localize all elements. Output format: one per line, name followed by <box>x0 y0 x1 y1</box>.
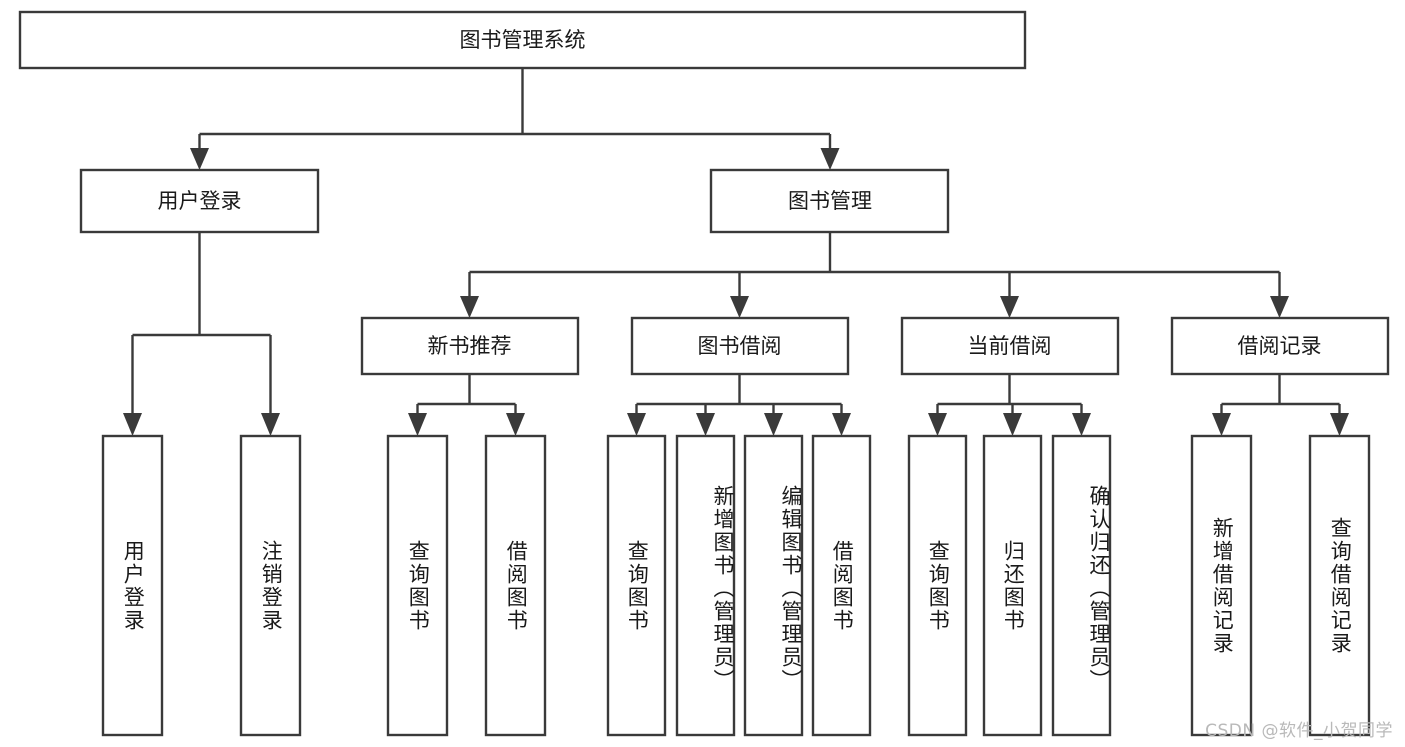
arrowhead-leaf-user-login <box>123 413 142 436</box>
watermark-text: CSDN @软件_小贺同学 <box>1205 721 1393 741</box>
arrowhead-borrow-record <box>1270 296 1289 318</box>
node-label-current-borrow: 当前借阅 <box>968 334 1052 358</box>
arrowhead-leaf-user-logout <box>261 413 280 436</box>
node-label-new-book-rec: 新书推荐 <box>428 334 512 358</box>
node-label-root: 图书管理系统 <box>460 28 586 52</box>
connector-group-current-borrow <box>928 374 1091 436</box>
arrowhead-leaf-add-book <box>696 413 715 436</box>
arrowhead-leaf-edit-book <box>764 413 783 436</box>
arrowhead-book-manage <box>820 148 840 170</box>
node-box-root[interactable] <box>18 10 1027 70</box>
arrowhead-leaf-query-book-2 <box>627 413 646 436</box>
node-box-user-login[interactable] <box>79 168 320 234</box>
arrowhead-leaf-query-book-3 <box>928 413 947 436</box>
node-label-borrow-record: 借阅记录 <box>1238 334 1322 358</box>
node-label-book-borrow: 图书借阅 <box>698 334 782 358</box>
node-box-leaf-add-record[interactable] <box>1190 434 1253 737</box>
node-box-leaf-borrow-book-1[interactable] <box>484 434 547 737</box>
arrowhead-leaf-confirm-return <box>1072 413 1091 436</box>
connector-group-book-borrow <box>627 374 851 436</box>
node-box-borrow-record[interactable] <box>1170 316 1390 376</box>
arrowhead-user-login <box>190 148 209 170</box>
connector-group-new-book-rec <box>408 374 525 436</box>
node-box-leaf-query-book-2[interactable] <box>606 434 667 737</box>
node-box-leaf-add-book[interactable] <box>675 434 736 737</box>
arrowhead-leaf-borrow-book-1 <box>506 413 525 436</box>
arrowhead-new-book-rec <box>460 296 479 318</box>
connector-group-root <box>190 68 840 170</box>
node-box-leaf-user-logout[interactable] <box>239 434 302 737</box>
connector-group-user-login <box>123 232 280 436</box>
connector-group-borrow-record <box>1212 374 1349 436</box>
node-box-book-borrow[interactable] <box>630 316 850 376</box>
node-box-current-borrow[interactable] <box>900 316 1120 376</box>
node-box-leaf-query-record[interactable] <box>1308 434 1371 737</box>
connector-group-book-manage <box>460 232 1289 318</box>
arrowhead-leaf-borrow-book-2 <box>832 413 851 436</box>
arrowhead-leaf-query-record <box>1330 413 1349 436</box>
node-box-leaf-query-book-3[interactable] <box>907 434 968 737</box>
node-box-leaf-return-book[interactable] <box>982 434 1043 737</box>
node-box-book-manage[interactable] <box>709 168 950 234</box>
arrowhead-leaf-return-book <box>1003 413 1022 436</box>
arrowhead-current-borrow <box>1000 296 1019 318</box>
node-box-new-book-rec[interactable] <box>360 316 580 376</box>
node-box-leaf-query-book-1[interactable] <box>386 434 449 737</box>
arrowhead-book-borrow <box>730 296 749 318</box>
arrowhead-leaf-add-record <box>1212 413 1231 436</box>
node-label-book-manage: 图书管理 <box>788 189 872 213</box>
node-box-leaf-confirm-return[interactable] <box>1051 434 1112 737</box>
arrowhead-leaf-query-book-1 <box>408 413 427 436</box>
node-box-leaf-user-login[interactable] <box>101 434 164 737</box>
node-label-user-login: 用户登录 <box>158 189 242 213</box>
node-box-leaf-borrow-book-2[interactable] <box>811 434 872 737</box>
node-box-leaf-edit-book[interactable] <box>743 434 804 737</box>
